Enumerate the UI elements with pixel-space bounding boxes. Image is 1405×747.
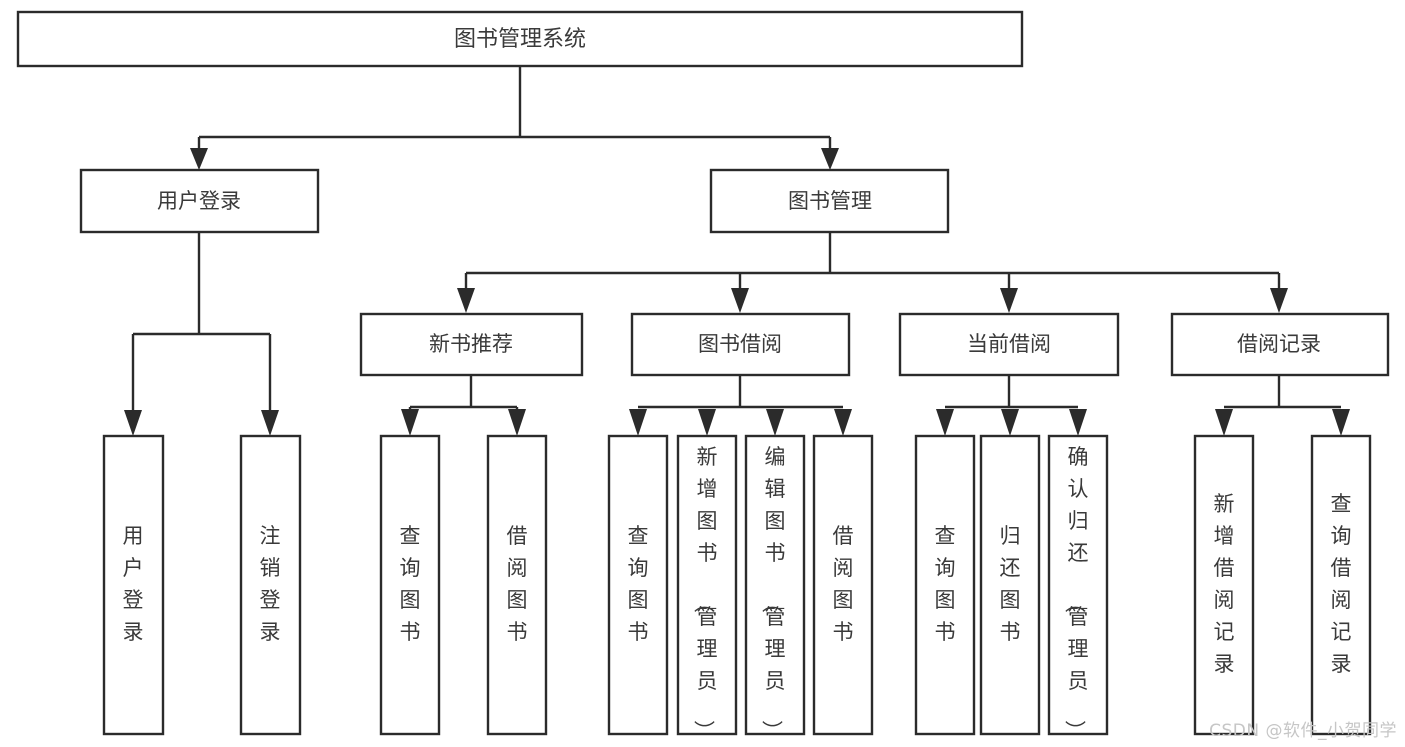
leaf-logout-login[interactable]: 注销登录 [239,434,302,736]
node-root-label: 图书管理系统 [454,27,586,52]
leaf-edit-book-label: 编辑图书（管理员） [760,445,786,741]
leaf-edit-book-box[interactable] [744,434,806,736]
leaf-user-login-box[interactable] [102,434,165,736]
connector-group-root [190,66,839,170]
node-new-book-recommend-box[interactable] [359,312,584,377]
leaf-logout-login-box[interactable] [239,434,302,736]
leaf-borrow-book-2[interactable]: 借阅图书 [812,434,874,736]
connector-group-current-borrow [936,375,1087,436]
node-current-borrow[interactable]: 当前借阅 [898,312,1120,377]
leaf-query-book-2-label: 查询图书 [628,524,649,644]
leaf-logout-login-label: 注销登录 [260,524,281,644]
arrow-icon-leaf-query-record [1332,409,1350,436]
node-user-login-label: 用户登录 [157,189,241,213]
leaf-confirm-return-box[interactable] [1047,434,1109,736]
leaf-edit-book[interactable]: 编辑图书（管理员） [744,434,806,741]
leaf-query-record[interactable]: 查询借阅记录 [1310,434,1372,736]
arrow-icon-root-to-book-management [821,148,839,170]
leaf-query-book-3-box[interactable] [914,434,976,736]
node-new-book-recommend-label: 新书推荐 [429,332,513,356]
arrow-icon-leaf-user-login [124,410,142,436]
leaf-query-book-2[interactable]: 查询图书 [607,434,669,736]
leaf-borrow-book-2-box[interactable] [812,434,874,736]
node-user-login[interactable]: 用户登录 [79,168,320,234]
leaf-query-record-label: 查询借阅记录 [1331,492,1352,676]
leaf-user-login-label: 用户登录 [123,524,144,644]
leaf-borrow-book-2-label: 借阅图书 [833,524,854,644]
arrow-icon-leaf-return-book [1001,409,1019,436]
node-root[interactable]: 图书管理系统 [16,10,1024,68]
leaf-query-book-1-box[interactable] [379,434,441,736]
arrow-icon-leaf-borrow-book-2 [834,409,852,436]
leaf-query-record-box[interactable] [1310,434,1372,736]
arrow-icon-leaf-query-book-3 [936,409,954,436]
leaf-borrow-book-1-label: 借阅图书 [507,524,528,644]
connector-group-borrow-record [1215,375,1350,436]
node-borrow-record[interactable]: 借阅记录 [1170,312,1390,377]
leaf-borrow-book-1-box[interactable] [486,434,548,736]
node-current-borrow-box[interactable] [898,312,1120,377]
leaf-query-book-3[interactable]: 查询图书 [914,434,976,736]
arrow-icon-current-borrow [1000,288,1018,313]
leaf-add-book-box[interactable] [676,434,738,736]
node-book-management-label: 图书管理 [788,189,872,213]
node-book-management[interactable]: 图书管理 [709,168,950,234]
leaf-query-book-1[interactable]: 查询图书 [379,434,441,736]
leaf-add-book-label: 新增图书（管理员） [692,445,718,741]
connector-group-book-management [457,232,1288,313]
node-borrow-record-label: 借阅记录 [1237,332,1321,356]
arrow-icon-leaf-logout-login [261,410,279,436]
leaf-confirm-return-label: 确认归还（管理员） [1063,445,1089,741]
arrow-icon-book-borrow [731,288,749,313]
arrow-icon-leaf-add-record [1215,409,1233,436]
leaf-borrow-book-1[interactable]: 借阅图书 [486,434,548,736]
connector-group-new-book-recommend [401,375,526,436]
node-root-box[interactable] [16,10,1024,68]
node-book-borrow-label: 图书借阅 [698,332,782,356]
node-book-management-box[interactable] [709,168,950,234]
arrow-icon-leaf-borrow-book-1 [508,409,526,436]
connector-group-book-borrow [629,375,852,436]
leaf-query-book-3-label: 查询图书 [935,524,956,644]
node-current-borrow-label: 当前借阅 [967,332,1051,356]
node-user-login-box[interactable] [79,168,320,234]
leaf-add-record[interactable]: 新增借阅记录 [1193,434,1255,736]
arrow-icon-leaf-add-book [698,409,716,436]
node-book-borrow[interactable]: 图书借阅 [630,312,851,377]
leaf-confirm-return[interactable]: 确认归还（管理员） [1047,434,1109,741]
arrow-icon-leaf-query-book-1 [401,409,419,436]
leaf-query-book-2-box[interactable] [607,434,669,736]
node-book-borrow-box[interactable] [630,312,851,377]
leaf-return-book-box[interactable] [979,434,1041,736]
arrow-icon-leaf-edit-book [766,409,784,436]
leaf-query-book-1-label: 查询图书 [400,524,421,644]
leaf-return-book[interactable]: 归还图书 [979,434,1041,736]
leaf-return-book-label: 归还图书 [1000,524,1021,644]
arrow-icon-leaf-query-book-2 [629,409,647,436]
arrow-icon-new-book-recommend [457,288,475,313]
leaf-add-record-box[interactable] [1193,434,1255,736]
leaf-add-book[interactable]: 新增图书（管理员） [676,434,738,741]
leaf-user-login[interactable]: 用户登录 [102,434,165,736]
arrow-icon-root-to-user-login [190,148,208,170]
connector-group-user-login [124,232,279,436]
node-new-book-recommend[interactable]: 新书推荐 [359,312,584,377]
arrow-icon-leaf-confirm-return [1069,409,1087,436]
arrow-icon-borrow-record [1270,288,1288,313]
node-borrow-record-box[interactable] [1170,312,1390,377]
leaf-add-record-label: 新增借阅记录 [1214,492,1235,676]
